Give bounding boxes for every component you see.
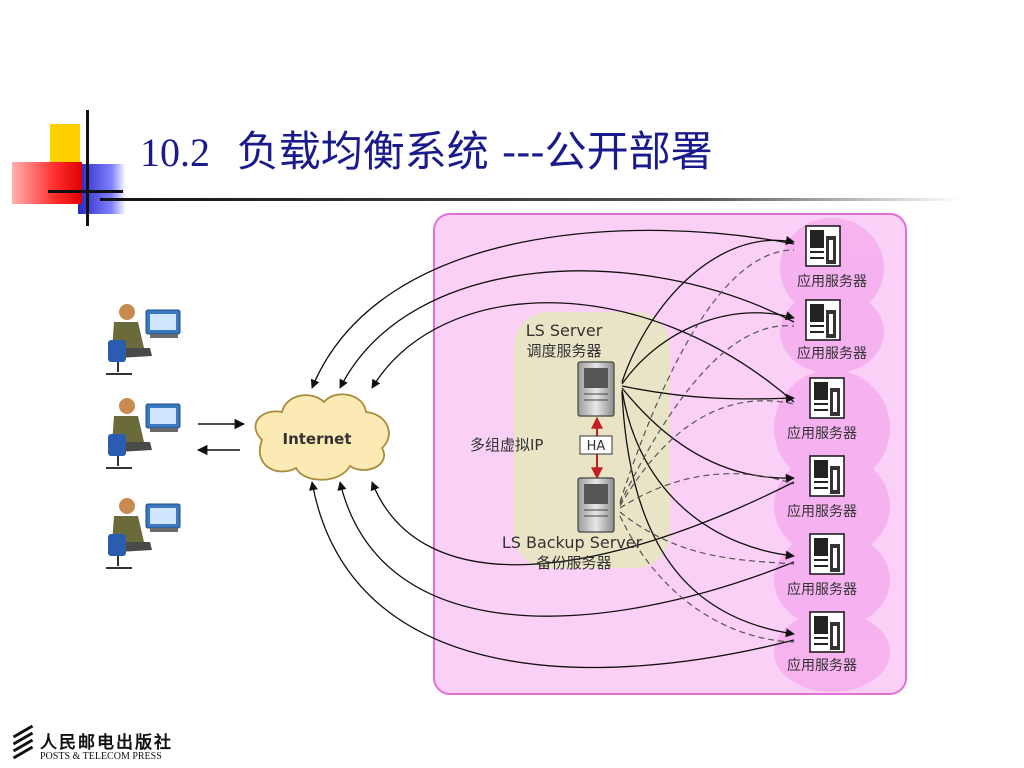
user-3 xyxy=(106,498,181,569)
return-paths-bottom xyxy=(309,481,795,669)
app-server-icon xyxy=(809,377,845,419)
backup-server-icon xyxy=(577,477,615,533)
backup-server-label: LS Backup Server xyxy=(502,533,643,552)
ls-server-sublabel: 调度服务器 xyxy=(526,342,601,360)
app-server-label: 应用服务器 xyxy=(787,425,857,442)
publisher-name-cn: 人民邮电出版社 xyxy=(40,733,173,753)
backup-server-sublabel: 备份服务器 xyxy=(536,554,611,572)
internet-cloud: Internet xyxy=(254,393,390,481)
app-server-label: 应用服务器 xyxy=(787,503,857,520)
ls-server-label: LS Server xyxy=(526,321,603,340)
title-underline xyxy=(100,198,960,201)
publisher-name-en: POSTS & TELECOM PRESS xyxy=(40,751,162,762)
app-server-label: 应用服务器 xyxy=(787,657,857,674)
app-server-icon xyxy=(805,299,841,341)
user-2 xyxy=(106,398,181,469)
ha-label: HA xyxy=(587,439,606,454)
publisher-logo xyxy=(10,724,36,762)
app-server-3: 应用服务器 xyxy=(787,377,857,442)
app-server-icon xyxy=(809,611,845,653)
app-server-5: 应用服务器 xyxy=(787,533,857,598)
app-server-2: 应用服务器 xyxy=(797,299,867,362)
title-number: 10.2 xyxy=(140,130,210,175)
internet-label: Internet xyxy=(282,430,351,448)
app-server-label: 应用服务器 xyxy=(797,345,867,362)
app-server-1: 应用服务器 xyxy=(797,225,867,290)
app-server-icon xyxy=(809,455,845,497)
app-server-6: 应用服务器 xyxy=(787,611,857,674)
app-server-label: 应用服务器 xyxy=(797,273,867,290)
title-text: 负载均衡系统 ---公开部署 xyxy=(236,127,713,176)
app-server-highlights xyxy=(774,218,890,692)
user-at-computer-icon xyxy=(106,498,181,569)
page-title: 10.2 负载均衡系统 ---公开部署 xyxy=(140,118,713,179)
return-paths-top xyxy=(310,229,795,403)
app-server-icon xyxy=(809,533,845,575)
app-server-label: 应用服务器 xyxy=(787,581,857,598)
virtual-ip-label: 多组虚拟IP xyxy=(470,436,543,454)
app-server-icon xyxy=(805,225,841,267)
backup-dispatch-lines xyxy=(619,249,795,643)
user-at-computer-icon xyxy=(106,304,181,375)
ha-box xyxy=(579,435,613,455)
ls-server-icon xyxy=(577,361,615,417)
user-at-computer-icon xyxy=(106,398,181,469)
app-server-4: 应用服务器 xyxy=(787,455,857,520)
title-decoration xyxy=(0,110,140,230)
user-1 xyxy=(106,304,181,375)
